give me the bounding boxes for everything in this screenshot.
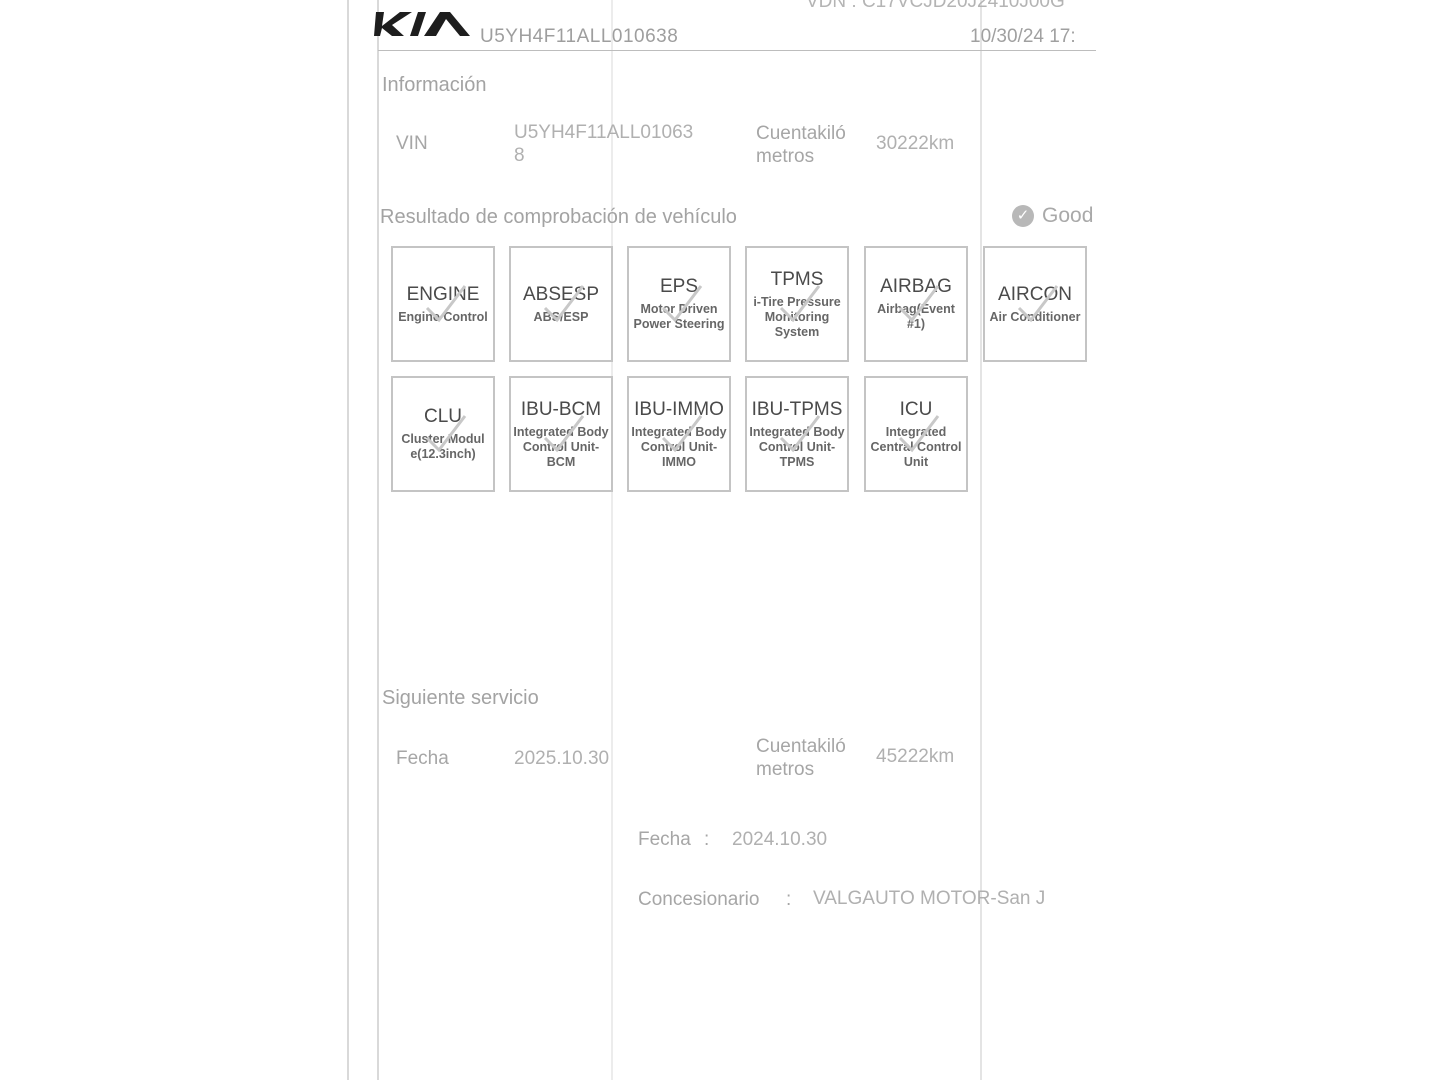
vin-value: U5YH4F11ALL01063 8 [514, 121, 693, 167]
header-datetime: 10/30/24 17: [970, 26, 1076, 47]
header-top-cut-text: VDN : C17VCJD20J2410J00G [806, 0, 1065, 12]
footer-dealer-separator: : [786, 889, 792, 910]
km-label: Cuentakiló metros [756, 122, 846, 168]
system-card-ibu-immo[interactable]: IBU-IMMO Integrated Body Control Unit-IM… [627, 376, 731, 492]
check-mark-icon [898, 415, 940, 453]
vin-value-line1: U5YH4F11ALL01063 [514, 122, 694, 143]
system-code: IBU-BCM [520, 398, 602, 420]
system-desc: Integrated Central Control Unit [870, 424, 962, 469]
system-desc: Cluster Modul e(12.3inch) [401, 432, 485, 461]
header-vin: U5YH4F11ALL010638 [480, 26, 679, 47]
kia-logo-icon [374, 12, 470, 36]
footer-fecha-label: Fecha [638, 829, 691, 850]
footer-dealer-label: Concesionario [638, 889, 760, 910]
system-card-ibu-tpms[interactable]: IBU-TPMS Integrated Body Control Unit-TP… [745, 376, 849, 492]
check-mark-icon [779, 415, 821, 453]
system-code: CLU [423, 406, 462, 427]
check-mark-icon [425, 285, 467, 323]
system-desc: Motor Driven Power Steering [633, 302, 725, 331]
scan-line [611, 0, 613, 1080]
next-fecha-value: 2025.10.30 [514, 748, 610, 769]
system-card-ibu-bcm[interactable]: IBU-BCM Integrated Body Control Unit-BCM [509, 376, 613, 492]
system-card-absesp[interactable]: ABSESP ABS/ESP [509, 246, 613, 362]
check-mark-icon [661, 415, 703, 453]
system-card-clu[interactable]: CLU Cluster Modul e(12.3inch) [391, 376, 495, 492]
next-fecha-label: Fecha [396, 748, 449, 769]
km-value: 30222km [876, 133, 955, 154]
system-card-airbag[interactable]: AIRBAG Airbag(Event #1) [864, 246, 968, 362]
informacion-title: Información [382, 74, 487, 96]
system-code: TPMS [770, 268, 824, 290]
system-code: IBU-IMMO [634, 398, 724, 420]
footer-fecha-value: 2024.10.30 [732, 829, 828, 850]
scan-line [377, 0, 379, 1080]
siguiente-title: Siguiente servicio [382, 687, 539, 709]
system-card-eps[interactable]: EPS Motor Driven Power Steering [627, 246, 731, 362]
scan-line [980, 0, 982, 1080]
next-km-label: Cuentakiló metros [756, 735, 846, 781]
vin-label: VIN [396, 133, 428, 154]
check-mark-icon [543, 285, 585, 323]
header-divider [378, 50, 1096, 51]
km-label-line1: Cuentakiló [756, 123, 846, 144]
system-code: ICU [899, 398, 933, 420]
status-badge: ✓ Good [1012, 204, 1096, 230]
system-desc: Integrated Body Control Unit-IMMO [631, 424, 727, 469]
system-card-aircon[interactable]: AIRCON Air Conditioner [983, 246, 1087, 362]
system-code: IBU-TPMS [751, 398, 843, 420]
km-label-line2: metros [756, 146, 815, 167]
check-circle-icon: ✓ [1012, 205, 1034, 227]
footer-fecha-separator: : [704, 829, 710, 850]
resultado-title: Resultado de comprobación de vehículo [380, 206, 737, 228]
check-mark-icon [543, 415, 585, 453]
system-code: EPS [659, 276, 699, 297]
check-mark-icon [425, 415, 467, 453]
next-km-value: 45222km [876, 746, 955, 767]
next-km-label-line1: Cuentakiló [756, 736, 846, 757]
system-card-tpms[interactable]: TPMS i-Tire Pressure Monitoring System [745, 246, 849, 362]
system-card-icu[interactable]: ICU Integrated Central Control Unit [864, 376, 968, 492]
scan-line [347, 0, 349, 1080]
system-card-engine[interactable]: ENGINE Engine Control [391, 246, 495, 362]
check-mark-icon [661, 285, 703, 323]
check-mark-icon [779, 285, 821, 323]
check-mark-icon [898, 285, 940, 323]
vin-value-line2: 8 [514, 145, 525, 166]
status-text: Good [1042, 204, 1094, 227]
check-mark-icon [1017, 285, 1059, 323]
next-km-label-line2: metros [756, 759, 815, 780]
footer-dealer-value: VALGAUTO MOTOR-San J [813, 888, 1046, 909]
